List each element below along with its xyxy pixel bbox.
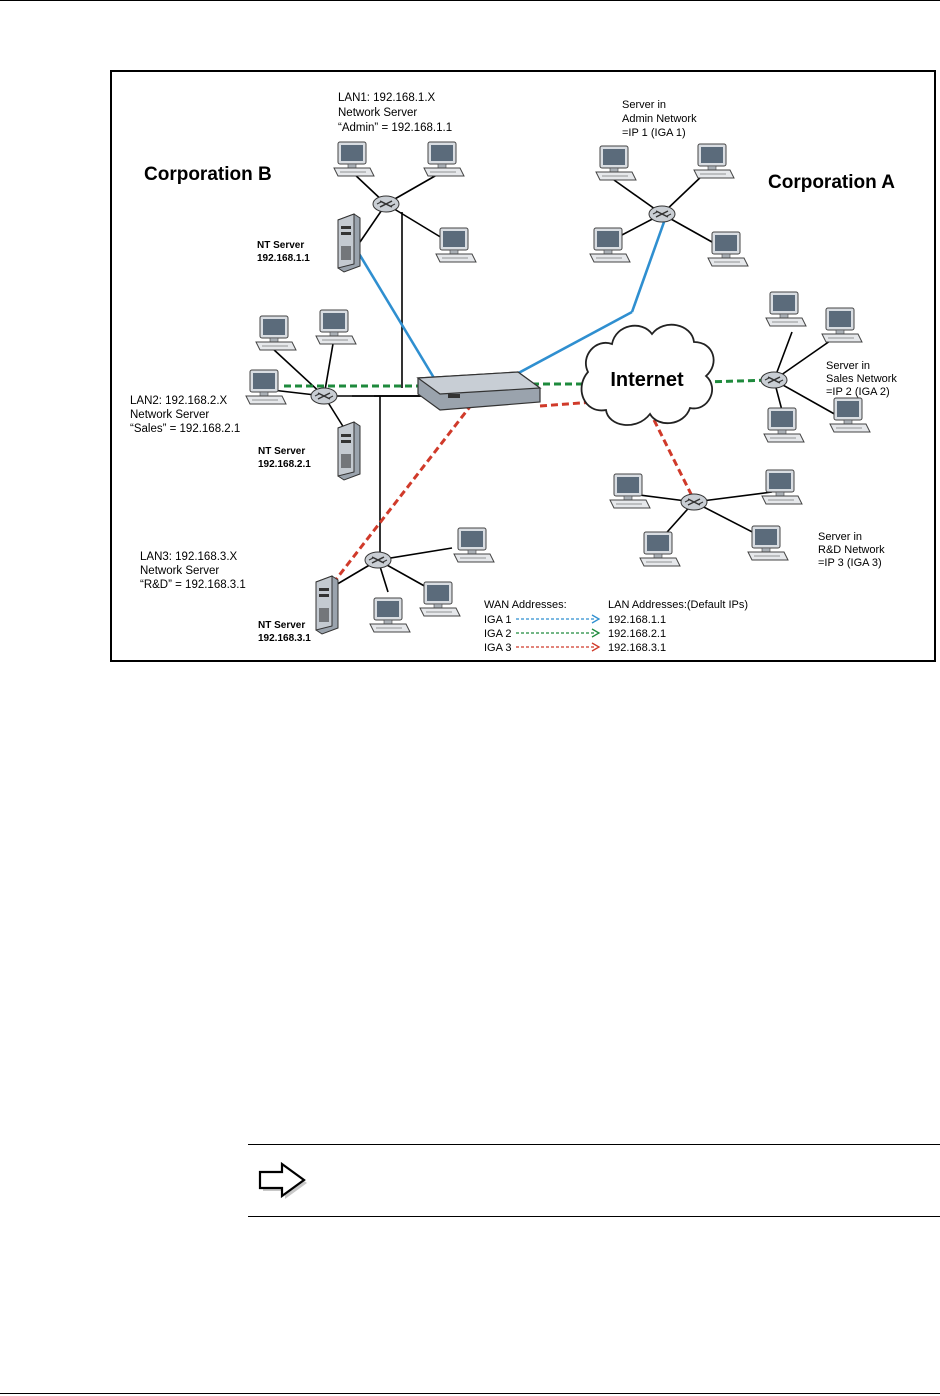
svg-text:Network Server: Network Server: [338, 107, 417, 119]
legend-wan-header: WAN Addresses:: [484, 599, 567, 611]
svg-text:R&D Network: R&D Network: [818, 544, 885, 556]
svg-text:192.168.2.1: 192.168.2.1: [258, 459, 311, 470]
hub-lan3: [364, 551, 392, 569]
svg-text:“Admin” = 192.168.1.1: “Admin” = 192.168.1.1: [338, 122, 452, 134]
hub-lan1: [372, 195, 400, 213]
svg-text:Network Server: Network Server: [140, 565, 219, 577]
right-arrow-icon: [258, 1161, 307, 1199]
hub-sales: [760, 371, 788, 389]
hub-lan2: [310, 387, 338, 405]
note-top-rule: [248, 1144, 940, 1145]
lan2-label: LAN2: 192.168.2.X Network Server “Sales”…: [130, 395, 240, 435]
svg-text:=IP 1 (IGA 1): =IP 1 (IGA 1): [622, 127, 686, 139]
svg-text:=IP 3 (IGA 3): =IP 3 (IGA 3): [818, 557, 882, 569]
svg-text:“Sales” = 192.168.2.1: “Sales” = 192.168.2.1: [130, 423, 240, 435]
address-legend: WAN Addresses: LAN Addresses:(Default IP…: [484, 599, 748, 654]
legend-wan-3: IGA 3: [484, 642, 512, 654]
note-bottom-rule: [248, 1216, 940, 1217]
svg-text:NT Server: NT Server: [257, 240, 304, 251]
legend-lan-header: LAN Addresses:(Default IPs): [608, 599, 748, 611]
link-blue-internet: [497, 310, 633, 386]
link-blue-ntserver: [356, 251, 436, 379]
lan1-label: LAN1: 192.168.1.X Network Server “Admin”…: [338, 92, 452, 134]
svg-text:Sales Network: Sales Network: [826, 373, 897, 385]
svg-text:Network Server: Network Server: [130, 409, 209, 421]
central-router: [416, 371, 542, 411]
nt-server-1-tower: [337, 213, 361, 273]
legend-wan-1: IGA 1: [484, 614, 512, 626]
svg-text:Server in: Server in: [818, 531, 862, 543]
nt-server-3-label: NT Server 192.168.3.1: [258, 620, 311, 644]
lan3-label: LAN3: 192.168.3.X Network Server “R&D” =…: [140, 551, 246, 591]
svg-text:“R&D” = 192.168.3.1: “R&D” = 192.168.3.1: [140, 579, 246, 591]
server-sales-label: Server in Sales Network =IP 2 (IGA 2): [826, 360, 897, 398]
svg-text:LAN2: 192.168.2.X: LAN2: 192.168.2.X: [130, 395, 228, 407]
corporation-b-label: Corporation B: [144, 164, 272, 185]
internet-label: Internet: [610, 369, 684, 391]
svg-text:LAN1: 192.168.1.X: LAN1: 192.168.1.X: [338, 92, 436, 104]
server-admin-label: Server in Admin Network =IP 1 (IGA 1): [622, 99, 697, 139]
svg-text:NT Server: NT Server: [258, 620, 305, 631]
corporation-a-label: Corporation A: [768, 172, 895, 193]
svg-text:=IP 2 (IGA 2): =IP 2 (IGA 2): [826, 386, 890, 398]
link-blue-admin: [630, 221, 666, 313]
internet-cloud: Internet: [580, 323, 715, 426]
nt-server-1-label: NT Server 192.168.1.1: [257, 240, 310, 264]
hub-admin: [648, 205, 676, 223]
legend-lan-3: 192.168.3.1: [608, 642, 666, 654]
nt-server-2-tower: [337, 421, 361, 481]
svg-text:Server in: Server in: [826, 360, 870, 372]
svg-text:192.168.3.1: 192.168.3.1: [258, 633, 311, 644]
nt-server-3-tower: [315, 575, 339, 635]
svg-text:Server in: Server in: [622, 99, 666, 111]
network-diagram: Internet Corpora: [110, 70, 936, 662]
svg-text:Admin Network: Admin Network: [622, 113, 697, 125]
nt-server-2-label: NT Server 192.168.2.1: [258, 446, 311, 470]
footer-rule: [0, 1393, 940, 1394]
svg-text:NT Server: NT Server: [258, 446, 305, 457]
svg-text:192.168.1.1: 192.168.1.1: [257, 253, 310, 264]
legend-lan-2: 192.168.2.1: [608, 628, 666, 640]
legend-wan-2: IGA 2: [484, 628, 512, 640]
header-rule: [0, 0, 940, 1]
server-rd-label: Server in R&D Network =IP 3 (IGA 3): [818, 531, 885, 569]
hub-rd: [680, 493, 708, 511]
legend-lan-1: 192.168.1.1: [608, 614, 666, 626]
svg-text:LAN3: 192.168.3.X: LAN3: 192.168.3.X: [140, 551, 238, 563]
